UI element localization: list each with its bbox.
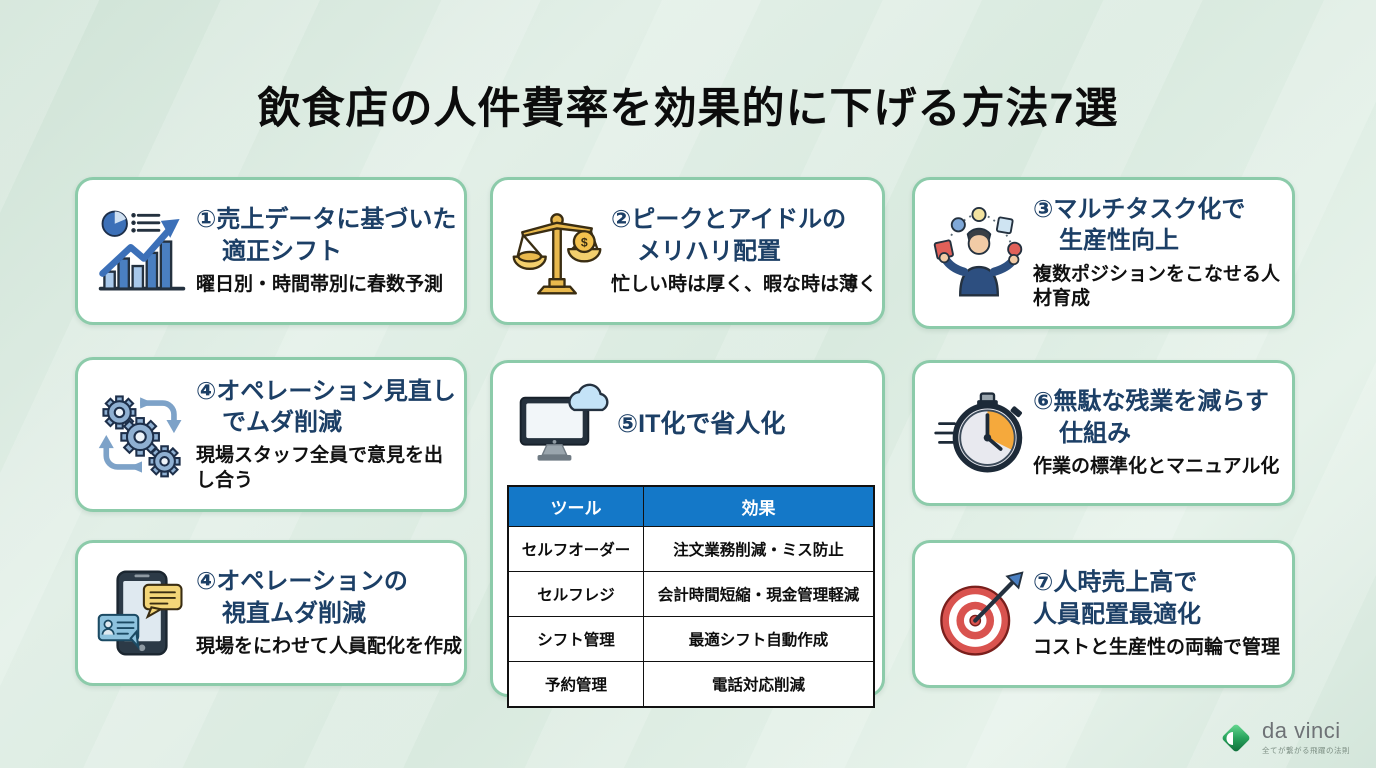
card8-subtext: コストと生産性の両輪で管理 (1033, 636, 1281, 658)
phone-chat-icon (92, 566, 192, 660)
gears-icon (92, 388, 192, 482)
card1-heading-line1: ①売上データに基づいた (196, 206, 457, 234)
brand-logo: da vinci 全てが繋がる飛躍の法則 (1218, 720, 1350, 756)
card1-heading-line2: 適正シフト (222, 237, 342, 265)
davinci-diamond-icon (1218, 720, 1254, 756)
card1-subtext: 曜日別・時間帯別に春数予測 (196, 273, 444, 295)
card-overtime-reduction: ⑥無駄な残業を減らす 仕組み 作業の標準化とマニュアル化 (912, 360, 1295, 506)
card-it-laborsaving: ⑤IT化で省人化 ツール 効果 セルフオーダー 注文業務削減・ミス防止 セルフレ… (490, 360, 885, 708)
col-header-tool: ツール (507, 485, 644, 527)
card7-subtext: 現場をにわせて人員配化を作成 (196, 635, 463, 657)
logo-tagline: 全てが繋がる飛躍の法則 (1262, 746, 1350, 755)
effect-cell: 電話対応削減 (643, 661, 875, 708)
card2-subtext: 忙しい時は厚く、暇な時は薄く (611, 273, 878, 295)
card-peak-idle: $ ②ピークとアイドルの メリハリ配置 忙しい時は厚く、暇な時は薄く (490, 177, 885, 325)
card-operation-muda: ④オペレーションの 視直ムダ削減 現場をにわせて人員配化を作成 (75, 540, 467, 686)
effect-cell: 注文業務削減・ミス防止 (643, 526, 875, 572)
card4-subtext: 現場スタッフ全員で意見を出し合う (196, 445, 444, 491)
tool-cell: セルフオーダー (507, 526, 644, 572)
card-operation-review: ④オペレーション見直し でムダ削減 現場スタッフ全員で意見を出し合う (75, 357, 467, 512)
card7-heading-line1: ④オペレーションの (196, 568, 408, 596)
card6-heading-line2: 仕組み (1059, 419, 1131, 447)
table-header-row: ツール 効果 (507, 485, 875, 527)
card6-subtext: 作業の標準化とマニュアル化 (1033, 455, 1280, 477)
card8-heading-line1: ⑦人時売上高で (1033, 569, 1198, 597)
card3-subtext: 複数ポジションをこなせる人材育成 (1033, 263, 1281, 310)
card8-heading-line2: 人員配置最適化 (1033, 600, 1201, 628)
col-header-effect: 効果 (643, 485, 875, 527)
computer-cloud-icon (507, 377, 617, 471)
table-row: 予約管理 電話対応削減 (507, 661, 875, 708)
card4-heading-line1: ④オペレーション見直し (196, 377, 456, 405)
tool-cell: シフト管理 (507, 616, 644, 662)
table-row: セルフオーダー 注文業務削減・ミス防止 (507, 526, 875, 572)
svg-text:$: $ (581, 235, 588, 249)
card-sales-data-shift: ①売上データに基づいた 適正シフト 曜日別・時間帯別に春数予測 (75, 177, 467, 325)
tool-cell: 予約管理 (507, 661, 644, 708)
stopwatch-icon (929, 386, 1029, 480)
card-multitask: ③マルチタスク化で 生産性向上 複数ポジションをこなせる人材育成 (912, 177, 1295, 329)
card-sales-per-hour: ⑦人時売上高で 人員配置最適化 コストと生産性の両輪で管理 (912, 540, 1295, 688)
card3-heading-line2: 生産性向上 (1059, 227, 1179, 255)
card4-heading-line2: でムダ削減 (222, 408, 342, 436)
balance-scale-icon: $ (507, 204, 607, 298)
card5-heading: ⑤IT化で省人化 (617, 409, 786, 438)
effect-cell: 会計時間短縮・現金管理軽減 (643, 571, 875, 617)
target-icon (929, 567, 1029, 661)
tool-cell: セルフレジ (507, 571, 644, 617)
card7-heading-line2: 視直ムダ削減 (222, 599, 366, 627)
it-tools-table: ツール 効果 セルフオーダー 注文業務削減・ミス防止 セルフレジ 会計時間短縮・… (507, 485, 875, 708)
card3-heading-line1: ③マルチタスク化で (1033, 196, 1246, 224)
card2-heading-line2: メリハリ配置 (637, 237, 781, 265)
table-row: シフト管理 最適シフト自動作成 (507, 616, 875, 662)
logo-wordmark: da vinci (1262, 718, 1341, 743)
table-row: セルフレジ 会計時間短縮・現金管理軽減 (507, 571, 875, 617)
effect-cell: 最適シフト自動作成 (643, 616, 875, 662)
growth-chart-icon (92, 204, 192, 298)
juggler-icon (929, 206, 1029, 300)
card2-heading-line1: ②ピークとアイドルの (611, 206, 847, 234)
card6-heading-line1: ⑥無駄な残業を減らす (1033, 388, 1269, 416)
page-title: 飲食店の人件費率を効果的に下げる方法7選 (257, 85, 1119, 133)
